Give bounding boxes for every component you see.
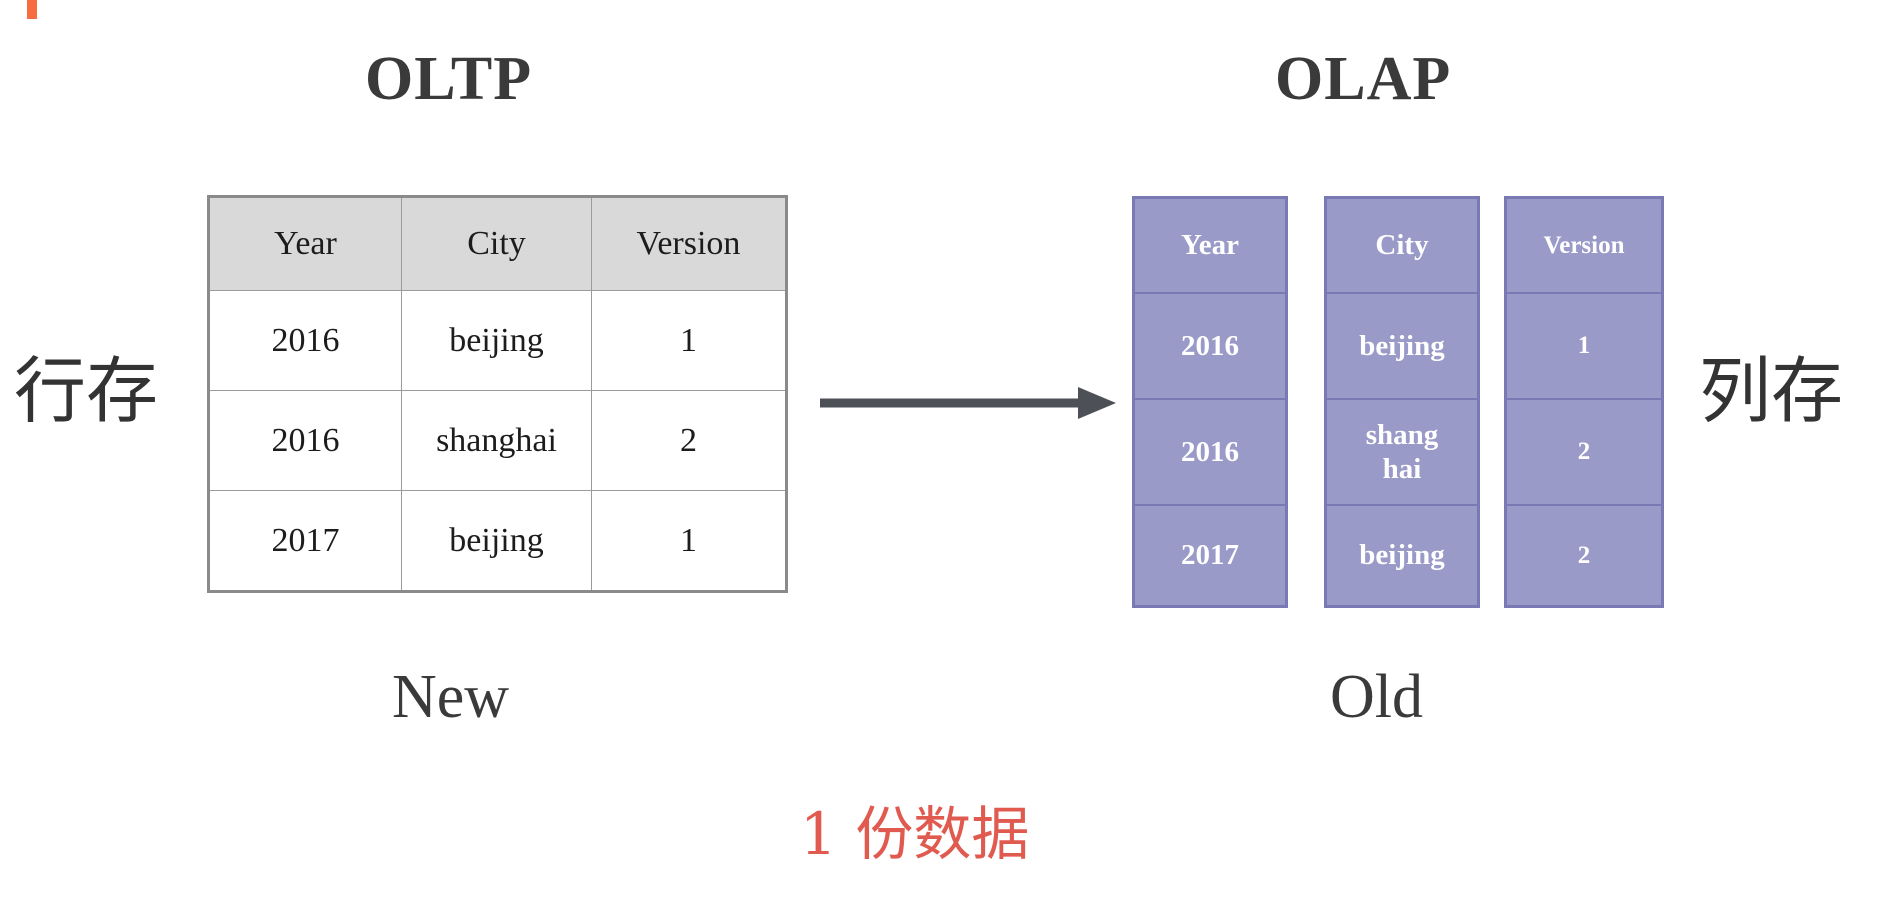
olap-column-city: City beijing shang hai beijing — [1324, 196, 1480, 608]
olap-cell-year-1: 2016 — [1135, 400, 1285, 506]
column-header-year: Year — [208, 196, 402, 291]
olap-cell-version-0: 1 — [1507, 294, 1661, 400]
olap-column-year: Year 2016 2016 2017 — [1132, 196, 1288, 608]
cell-version: 1 — [591, 490, 787, 592]
olap-cell-city-0: beijing — [1327, 294, 1477, 400]
olap-cell-city-2: beijing — [1359, 539, 1445, 572]
label-row-storage: 行存 — [14, 349, 159, 433]
olap-column-header-city: City — [1327, 199, 1477, 294]
heading-olap: OLAP — [1275, 45, 1452, 113]
cell-city: shanghai — [401, 390, 592, 491]
cell-city: beijing — [401, 290, 592, 391]
olap-column-header-version: Version — [1507, 199, 1661, 294]
olap-column-store: Year 2016 2016 2017 City beijing shang h… — [1132, 196, 1672, 608]
label-column-storage: 列存 — [1699, 349, 1844, 433]
olap-cell-version-2: 2 — [1577, 541, 1591, 569]
orange-accent-tick — [27, 0, 37, 19]
right-arrow-icon — [820, 387, 1116, 419]
table-header-row: Year City Version — [208, 196, 787, 291]
olap-cell-city-1: shang hai — [1327, 400, 1477, 506]
cell-year: 2016 — [208, 290, 402, 391]
heading-oltp: OLTP — [365, 45, 533, 113]
cell-version: 1 — [591, 290, 787, 391]
cell-year: 2016 — [208, 390, 402, 491]
olap-cell-year-0: 2016 — [1135, 294, 1285, 400]
table-row: 2016 beijing 1 — [208, 290, 787, 391]
caption-old: Old — [1330, 663, 1423, 731]
olap-column-version: Version 1 2 2 — [1504, 196, 1664, 608]
cell-year: 2017 — [208, 490, 402, 592]
column-header-city: City — [401, 196, 592, 291]
caption-new: New — [392, 663, 510, 731]
oltp-row-table: Year City Version 2016 beijing 1 2016 sh… — [207, 195, 788, 593]
olap-column-header-year: Year — [1135, 199, 1285, 294]
bottom-annotation: 1 份数据 — [800, 800, 1030, 868]
cell-version: 2 — [591, 390, 787, 491]
column-header-version: Version — [591, 196, 787, 291]
table-row: 2017 beijing 1 — [208, 490, 787, 592]
cell-city: beijing — [401, 490, 592, 592]
olap-cell-year-2: 2017 — [1181, 539, 1239, 572]
olap-cell-version-1: 2 — [1507, 400, 1661, 506]
table-row: 2016 shanghai 2 — [208, 390, 787, 491]
